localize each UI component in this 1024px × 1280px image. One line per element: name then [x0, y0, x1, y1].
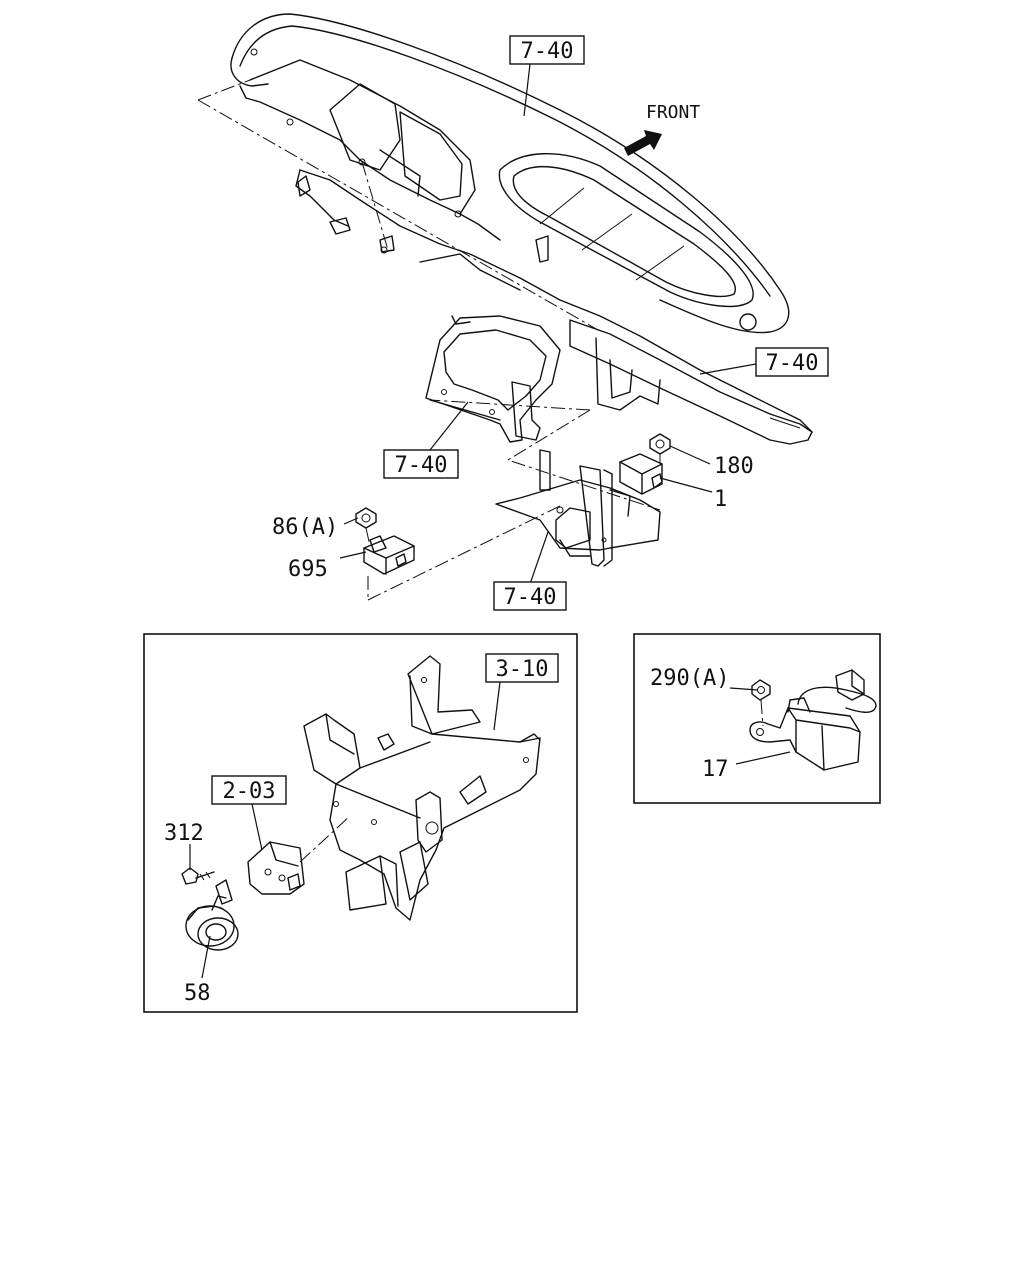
ref-box-bottom[interactable]: 7-40: [493, 581, 567, 611]
part-312-screw: [181, 867, 215, 885]
ref-box-3-10[interactable]: 3-10: [485, 653, 559, 683]
ref-box-mid-left-label: 7-40: [395, 453, 448, 478]
center-bracket-upper: [425, 315, 561, 443]
callout-290a: 290(A): [650, 666, 729, 691]
callout-86a: 86(A): [272, 515, 338, 540]
bracket-2-03: [215, 841, 305, 905]
bracket-3-10: [303, 655, 541, 921]
ref-box-top-label: 7-40: [521, 39, 574, 64]
ref-box-2-03-label: 2-03: [223, 779, 276, 804]
callout-695: 695: [288, 557, 328, 582]
part-1-module: [619, 453, 663, 495]
front-indicator: FRONT: [624, 102, 700, 156]
arrow-up-right-icon: [624, 130, 662, 156]
callout-17: 17: [702, 757, 729, 782]
center-bracket-lower: [495, 449, 661, 567]
ref-box-top[interactable]: 7-40: [509, 35, 585, 65]
assembly-lines: [197, 79, 661, 863]
part-180-nut: [649, 433, 671, 455]
cross-member: [569, 319, 813, 445]
callout-1: 1: [714, 487, 727, 512]
part-17-sensor: [749, 669, 877, 771]
ref-box-3-10-label: 3-10: [496, 657, 549, 682]
ref-box-mid-left[interactable]: 7-40: [383, 449, 459, 479]
callout-180: 180: [714, 454, 754, 479]
instrument-panel: [230, 13, 813, 433]
detail-frame-sensor: 290(A) 17: [633, 633, 881, 804]
ref-box-2-03[interactable]: 2-03: [211, 775, 287, 805]
callout-312: 312: [164, 821, 204, 846]
part-86a-nut: [355, 507, 377, 529]
part-695-relay: [363, 535, 415, 575]
callout-58: 58: [184, 981, 211, 1006]
ref-box-bottom-label: 7-40: [504, 585, 557, 610]
part-290a-nut: [751, 679, 771, 727]
part-58-horn: [185, 895, 239, 951]
detail-frame-horn: 3-10 2-03 312 58: [143, 633, 578, 1013]
ref-box-right[interactable]: 7-40: [755, 347, 829, 377]
ref-box-right-label: 7-40: [766, 351, 819, 376]
leader-lines: [189, 63, 791, 979]
front-label: FRONT: [646, 102, 700, 123]
